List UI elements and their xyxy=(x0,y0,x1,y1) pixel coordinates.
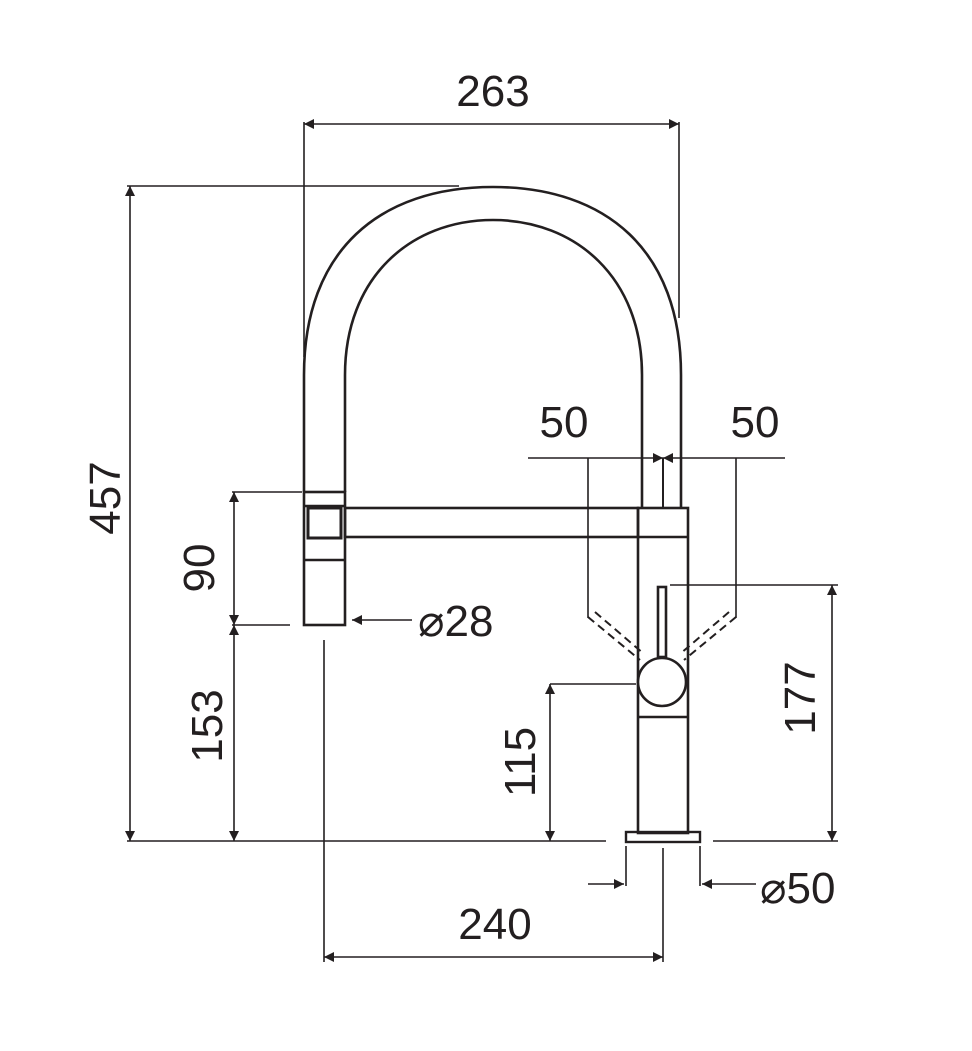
dim-label-153: 153 xyxy=(183,689,232,762)
dim-label-263: 263 xyxy=(456,67,529,116)
dim-label-115: 115 xyxy=(496,727,545,797)
dim-label-50-left: 50 xyxy=(540,398,589,447)
dim-label-dia28: ⌀28 xyxy=(418,597,493,646)
handle-knob xyxy=(636,656,688,708)
dim-label-dia50: ⌀50 xyxy=(760,864,835,913)
faucet-outline xyxy=(302,185,702,844)
dim-label-240: 240 xyxy=(458,900,531,949)
base-plate xyxy=(624,830,702,844)
dim-label-177: 177 xyxy=(776,661,825,734)
dimension-lines xyxy=(125,119,837,962)
hose-arch-inner xyxy=(343,218,644,507)
dimension-labels: 263 457 90 153 50 50 ⌀28 115 177 240 ⌀50 xyxy=(81,67,835,949)
spray-head xyxy=(302,490,347,627)
handle-swing-lines xyxy=(587,611,737,661)
handle-lever xyxy=(656,585,668,659)
dim-label-50-right: 50 xyxy=(731,398,780,447)
dim-label-90: 90 xyxy=(175,544,224,593)
extension-lines xyxy=(127,122,838,962)
spout-bar xyxy=(343,506,640,539)
dim-label-457: 457 xyxy=(81,461,130,534)
hose-arch xyxy=(302,185,683,507)
